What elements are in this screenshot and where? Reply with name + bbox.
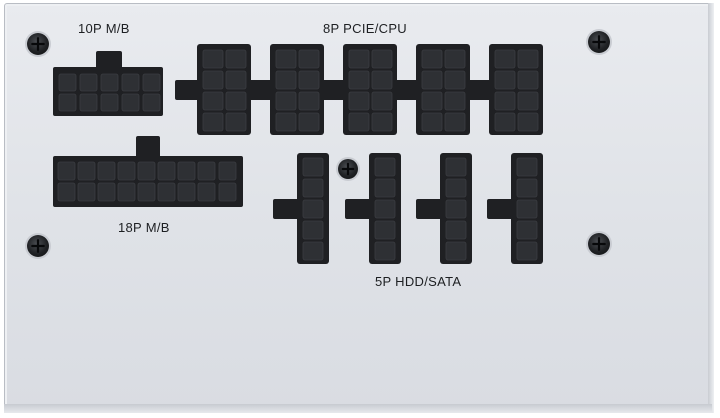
screw-cross-icon [341,162,355,176]
socket-5p-hdd-sata-2 [345,153,401,264]
label-5p-hdd-sata: 5P HDD/SATA [375,274,462,289]
socket-18p-mb [53,136,243,207]
socket-8p-pcie-cpu-5 [467,44,543,135]
socket-5p-hdd-sata-4 [487,153,543,264]
screw-cross-icon [31,37,45,51]
socket-8p-pcie-cpu-1 [175,44,251,135]
label-10p-mb: 10P M/B [78,21,130,36]
panel-right-edge [708,3,714,413]
screw-cross-icon [592,237,606,251]
label-18p-mb: 18P M/B [118,220,170,235]
socket-10p-mb [53,51,163,116]
socket-5p-hdd-sata-1 [273,153,329,264]
socket-8p-pcie-cpu-2 [248,44,324,135]
screw-icon [588,31,610,53]
screw-icon [588,233,610,255]
socket-8p-pcie-cpu-3 [321,44,397,135]
screw-icon [27,235,49,257]
screw-icon [338,159,358,179]
screw-icon [27,33,49,55]
panel-bottom-edge [4,404,712,413]
label-8p-pcie-cpu: 8P PCIE/CPU [323,21,407,36]
screw-cross-icon [592,35,606,49]
screw-cross-icon [31,239,45,253]
socket-8p-pcie-cpu-4 [394,44,470,135]
socket-5p-hdd-sata-3 [416,153,472,264]
